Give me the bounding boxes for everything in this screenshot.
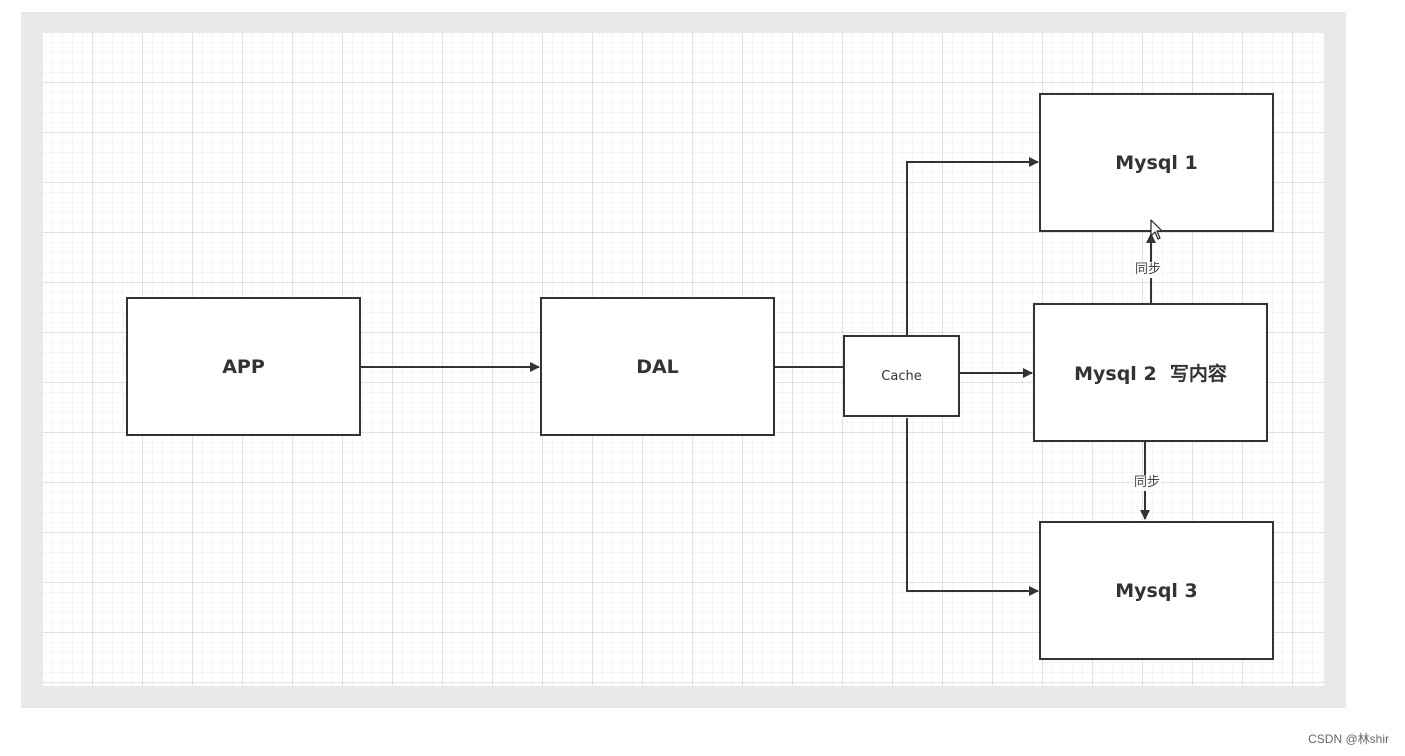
edge-cache-to-mysql3[interactable] [906,418,1039,596]
mouse-pointer-icon [1150,219,1163,240]
edge-label-sync-down: 同步 [1133,475,1162,491]
node-cache-label: Cache [881,368,922,384]
node-mysql3-label: Mysql 3 [1115,579,1198,602]
node-dal[interactable]: DAL [540,297,775,436]
edge-label-sync-up: 同步 [1134,262,1163,278]
watermark: CSDN @林shir [1308,732,1389,746]
node-mysql2[interactable]: Mysql 2 写内容 [1033,303,1268,442]
node-app[interactable]: APP [126,297,361,436]
node-app-label: APP [222,355,265,378]
node-mysql2-label: Mysql 2 写内容 [1074,363,1227,385]
node-mysql1-label: Mysql 1 [1115,151,1198,174]
node-mysql3[interactable]: Mysql 3 [1039,521,1274,660]
node-cache[interactable]: Cache [843,335,960,417]
edge-cache-to-mysql1[interactable] [906,157,1039,336]
node-dal-label: DAL [636,355,679,378]
node-mysql1[interactable]: Mysql 1 [1039,93,1274,232]
